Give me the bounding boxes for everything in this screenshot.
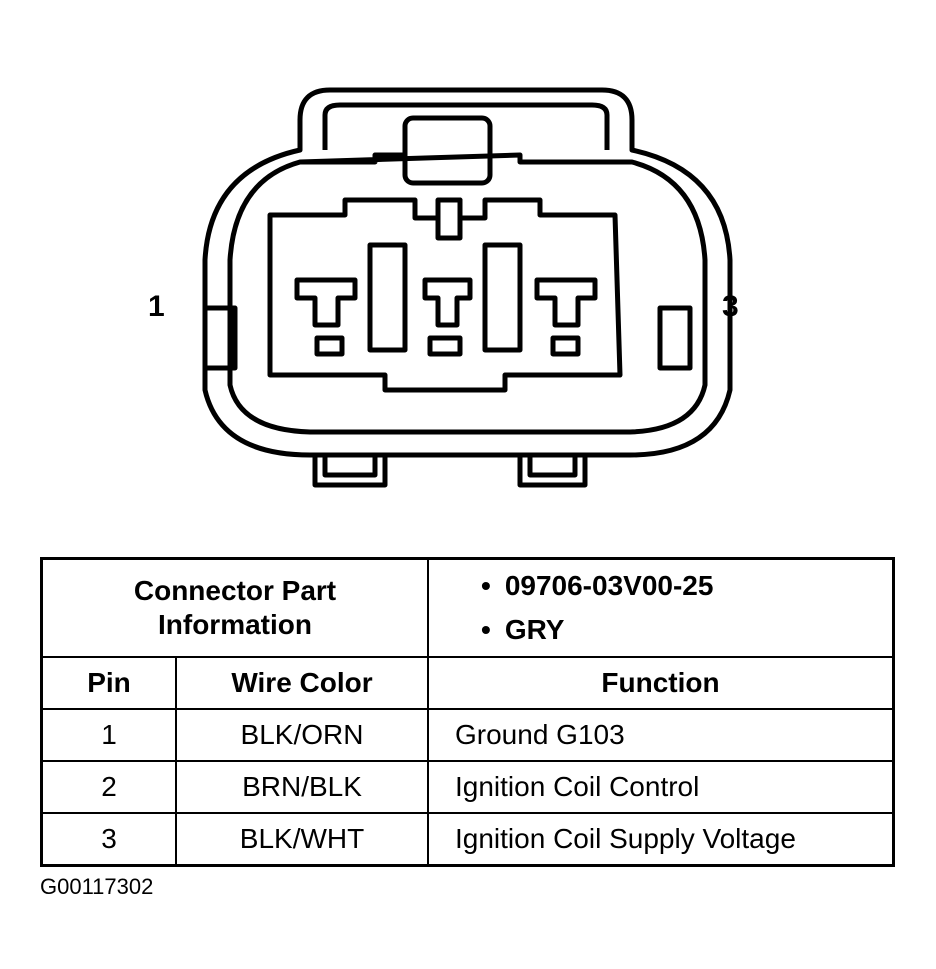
bottom-tab-left-inner <box>322 452 378 478</box>
connector-inner-shell <box>227 152 708 435</box>
bottom-tab-right-inner <box>527 452 578 478</box>
table-row: 2 BRN/BLK Ignition Coil Control <box>40 760 895 814</box>
connector-info-values: 09706-03V00-25 GRY <box>427 557 895 658</box>
header-pin: Pin <box>40 656 177 710</box>
cell-pin: 2 <box>40 760 177 814</box>
cell-function: Ignition Coil Control <box>427 760 895 814</box>
cell-wire-color: BLK/WHT <box>175 812 429 867</box>
left-rib <box>202 305 238 371</box>
separator-wall-left <box>367 242 408 353</box>
separator-wall-right <box>482 242 523 353</box>
pin-cavity-block <box>267 197 623 393</box>
cell-function: Ground G103 <box>427 708 895 762</box>
pin-label-right: 3 <box>722 290 739 323</box>
latch-arch <box>322 102 610 150</box>
connector-info-label: Connector Part Information <box>40 557 429 658</box>
bottom-tab-left <box>312 455 388 488</box>
table-row: 3 BLK/WHT Ignition Coil Supply Voltage <box>40 812 895 867</box>
figure-id: G00117302 <box>40 874 154 899</box>
terminal-pin-1 <box>294 277 358 328</box>
info-label-line1: Connector Part <box>133 575 337 606</box>
terminal-window-3 <box>550 335 581 357</box>
info-row: Connector Part Information 09706-03V00-2… <box>40 557 895 658</box>
terminal-window-1 <box>314 335 345 357</box>
pinout-table: Connector Part Information 09706-03V00-2… <box>40 557 895 867</box>
latch-button <box>402 115 493 186</box>
connector-face-diagram <box>202 87 733 488</box>
cell-function: Ignition Coil Supply Voltage <box>427 812 895 867</box>
table-row: 1 BLK/ORN Ground G103 <box>40 708 895 762</box>
cell-wire-color: BLK/ORN <box>175 708 429 762</box>
terminal-pin-3 <box>534 277 598 328</box>
right-rib <box>657 305 693 371</box>
bottom-tab-right <box>517 455 588 488</box>
header-wire-color: Wire Color <box>175 656 429 710</box>
connector-color: GRY <box>481 608 892 652</box>
terminal-pin-2 <box>422 277 473 328</box>
cell-wire-color: BRN/BLK <box>175 760 429 814</box>
terminal-window-2 <box>427 335 463 357</box>
pin-label-left: 1 <box>148 290 165 323</box>
connector-outer-shell <box>202 87 733 458</box>
cell-pin: 1 <box>40 708 177 762</box>
cell-pin: 3 <box>40 812 177 867</box>
header-function: Function <box>427 656 895 710</box>
key-slot <box>435 197 463 241</box>
info-label-line2: Information <box>158 609 312 640</box>
column-header-row: Pin Wire Color Function <box>40 656 895 710</box>
part-number: 09706-03V00-25 <box>481 564 892 608</box>
